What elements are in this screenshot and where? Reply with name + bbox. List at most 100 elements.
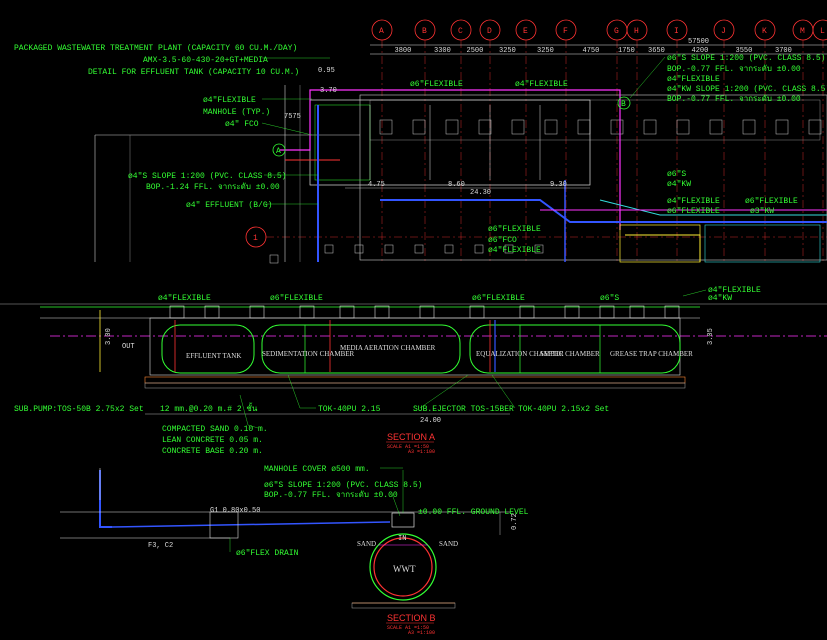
plan-label-fco: ø4" FCO — [225, 120, 259, 129]
secA-chamber-grease: GREASE TRAP CHAMBER — [610, 350, 693, 358]
secA-sub-pump: SUB.PUMP:TOS-50B 2.75x2 Set — [14, 405, 144, 414]
grid-row-label: 1 — [253, 234, 258, 243]
plan-mid-flex-c: ø6"FLEXIBLE — [488, 225, 541, 234]
grid-letter-b: B — [422, 27, 427, 36]
plan-view: A B 4.75 8.60 9.30 24.30 0.95 3.70 7575 … — [14, 44, 827, 264]
plan-title-1: PACKAGED WASTEWATER TREATMENT PLANT (CAP… — [14, 44, 297, 53]
grid-letter-c: C — [458, 27, 463, 36]
plan-top-flex-2: ø4"FLEXIBLE — [515, 80, 568, 89]
plan-far-kw: ø3"KW — [750, 207, 774, 216]
plan-dim-475: 4.75 — [368, 181, 385, 189]
plan-label-flexible: ø4"FLEXIBLE — [203, 96, 256, 105]
plan-mid-flex-b: ø6"FLEXIBLE — [667, 207, 720, 216]
plan-right-4: ø4"KW SLOPE 1:200 (PVC. CLASS 8.5) — [667, 85, 827, 94]
grid-letter-l: L — [820, 27, 825, 36]
plan-right-2: BOP.-0.77 FFL. จากระดับ ±0.00 — [667, 64, 801, 74]
plan-mid-fco: ø6"FCO — [488, 236, 517, 245]
secB-sand-2: SAND — [439, 540, 458, 548]
plan-dim-370: 3.70 — [320, 87, 337, 95]
plan-right-3: ø4"FLEXIBLE — [667, 75, 720, 84]
plan-mid-flex-d: ø4"FLEXIBLE — [488, 246, 541, 255]
plan-dim-095: 0.95 — [318, 67, 335, 75]
plan-label-manhole: MANHOLE (TYP.) — [203, 108, 270, 117]
secA-length: 24.00 — [420, 417, 441, 425]
secA-height-2: 3.05 — [707, 328, 715, 345]
plan-top-flex-1: ø6"FLEXIBLE — [410, 80, 463, 89]
secB-f3: F3, C2 — [148, 542, 173, 550]
secB-ground: ±0.00 FFL. GROUND LEVEL — [418, 508, 529, 517]
plan-dim-930: 9.30 — [550, 181, 567, 189]
secA-chamber-media: MEDIA AERATION CHAMBER — [340, 344, 436, 352]
secA-base-lean: LEAN CONCRETE 0.05 m. — [162, 436, 263, 445]
plan-dim-2430: 24.30 — [470, 189, 491, 197]
plan-dim-7575: 7575 — [284, 113, 301, 121]
grid-dim: 3550 — [736, 47, 753, 55]
plan-mid-kw: ø4"KW — [667, 180, 691, 189]
plan-dim-860: 8.60 — [448, 181, 465, 189]
secA-flex-2: ø6"FLEXIBLE — [270, 294, 323, 303]
plan-title-2: AMX-3.5-60-430-20+GT+MEDIA — [143, 56, 268, 65]
grid-header: A B C D E F G H I J K M L 57500 3800 3300 2500 3250 3250… — [245, 19, 827, 262]
secB-h: 0.72 — [511, 513, 519, 530]
plan-marker-b: B — [621, 100, 626, 109]
grid-dim: 3250 — [499, 47, 516, 55]
secA-chamber-sedimentation: SEDIMENTATION CHAMBER — [262, 350, 355, 358]
grid-letter-d: D — [487, 27, 492, 36]
plan-right-1: ø6"S SLOPE 1:200 (PVC. CLASS 8.5) — [667, 54, 825, 63]
grid-total-dim: 57500 — [688, 38, 709, 46]
grid-letter-k: K — [762, 27, 767, 36]
grid-letter-j: J — [721, 27, 726, 36]
secB-drain: ø6"FLEX DRAIN — [236, 549, 299, 558]
plan-far-flex: ø6"FLEXIBLE — [745, 197, 798, 206]
plan-effluent: ø4" EFFLUENT (B/G) — [186, 201, 272, 210]
grid-letter-e: E — [523, 27, 528, 36]
secB-slope: ø6"S SLOPE 1:200 (PVC. CLASS 8.5) — [264, 481, 422, 490]
secA-tok-2: TOK-40PU 2.15x2 Set — [518, 405, 609, 414]
secB-wwt: WWT — [393, 564, 416, 574]
secA-flex-3: ø6"FLEXIBLE — [472, 294, 525, 303]
secB-title: SECTION B — [387, 613, 436, 623]
plan-right-5: BOP.-0.77 FFL. จากระดับ ±0.00 — [667, 94, 801, 104]
secA-base-concrete: CONCRETE BASE 0.20 m. — [162, 447, 263, 456]
plan-title-3: DETAIL FOR EFFLUENT TANK (CAPACITY 10 CU… — [88, 68, 299, 77]
grid-dim: 3250 — [537, 47, 554, 55]
plan-slope-1: ø4"S SLOPE 1:200 (PVC. CLASS 8.5) — [128, 172, 286, 181]
plan-mid-s: ø6"S — [667, 170, 686, 179]
secA-scale-1: SCALE A1 =1:50 — [387, 444, 429, 450]
grid-dim: 4200 — [692, 47, 709, 55]
secA-scale-2: A3 =1:100 — [408, 449, 435, 455]
secA-right-2: ø4"KW — [708, 294, 732, 303]
grid-dim: 4750 — [583, 47, 600, 55]
secA-right-1: ø4"FLEXIBLE — [708, 286, 761, 295]
secB-scale-1: SCALE A1 =1:50 — [387, 625, 429, 631]
grid-letter-h: H — [634, 27, 639, 36]
secA-tok-1: TOK-40PU 2.15 — [318, 405, 381, 414]
secA-chamber-equalization: EQUALIZATION CHAMBER — [476, 350, 564, 358]
secA-base-sand: COMPACTED SAND 0.10 m. — [162, 425, 268, 434]
grid-dim: 3700 — [775, 47, 792, 55]
grid-letter-g: G — [614, 27, 619, 36]
secA-ejector: SUB.EJECTOR TOS-15BER — [413, 405, 514, 414]
plan-marker-a: A — [276, 147, 281, 156]
secA-height-1: 3.00 — [105, 328, 113, 345]
secB-manhole: MANHOLE COVER ø500 mm. — [264, 465, 370, 474]
grid-dim: 3650 — [648, 47, 665, 55]
grid-letter-i: I — [674, 27, 679, 36]
plan-bop-1: BOP.-1.24 FFL. จากระดับ ±0.00 — [146, 182, 280, 192]
grid-letter-f: F — [563, 27, 568, 36]
secB-in: IN — [398, 535, 406, 543]
grid-letter-a: A — [379, 27, 384, 36]
secA-flex-1: ø4"FLEXIBLE — [158, 294, 211, 303]
grid-letter-m: M — [800, 27, 805, 36]
secB-g1: G1 0.80x0.50 — [210, 507, 260, 515]
grid-dim: 1750 — [618, 47, 635, 55]
grid-dim: 2500 — [467, 47, 484, 55]
secA-rebar: 12 mm.@0.20 m.# 2 ชั้น — [160, 402, 258, 414]
grid-dim: 3300 — [434, 47, 451, 55]
grid-dim: 3800 — [395, 47, 412, 55]
section-a: 24.00 3.00 3.05 OUT EFFLUENT TANK SEDIME… — [0, 286, 827, 456]
section-b: MANHOLE COVER ø500 mm. ø6"S SLOPE 1:200 … — [60, 465, 529, 636]
secA-out: OUT — [122, 343, 135, 351]
secA-title: SECTION A — [387, 432, 435, 442]
